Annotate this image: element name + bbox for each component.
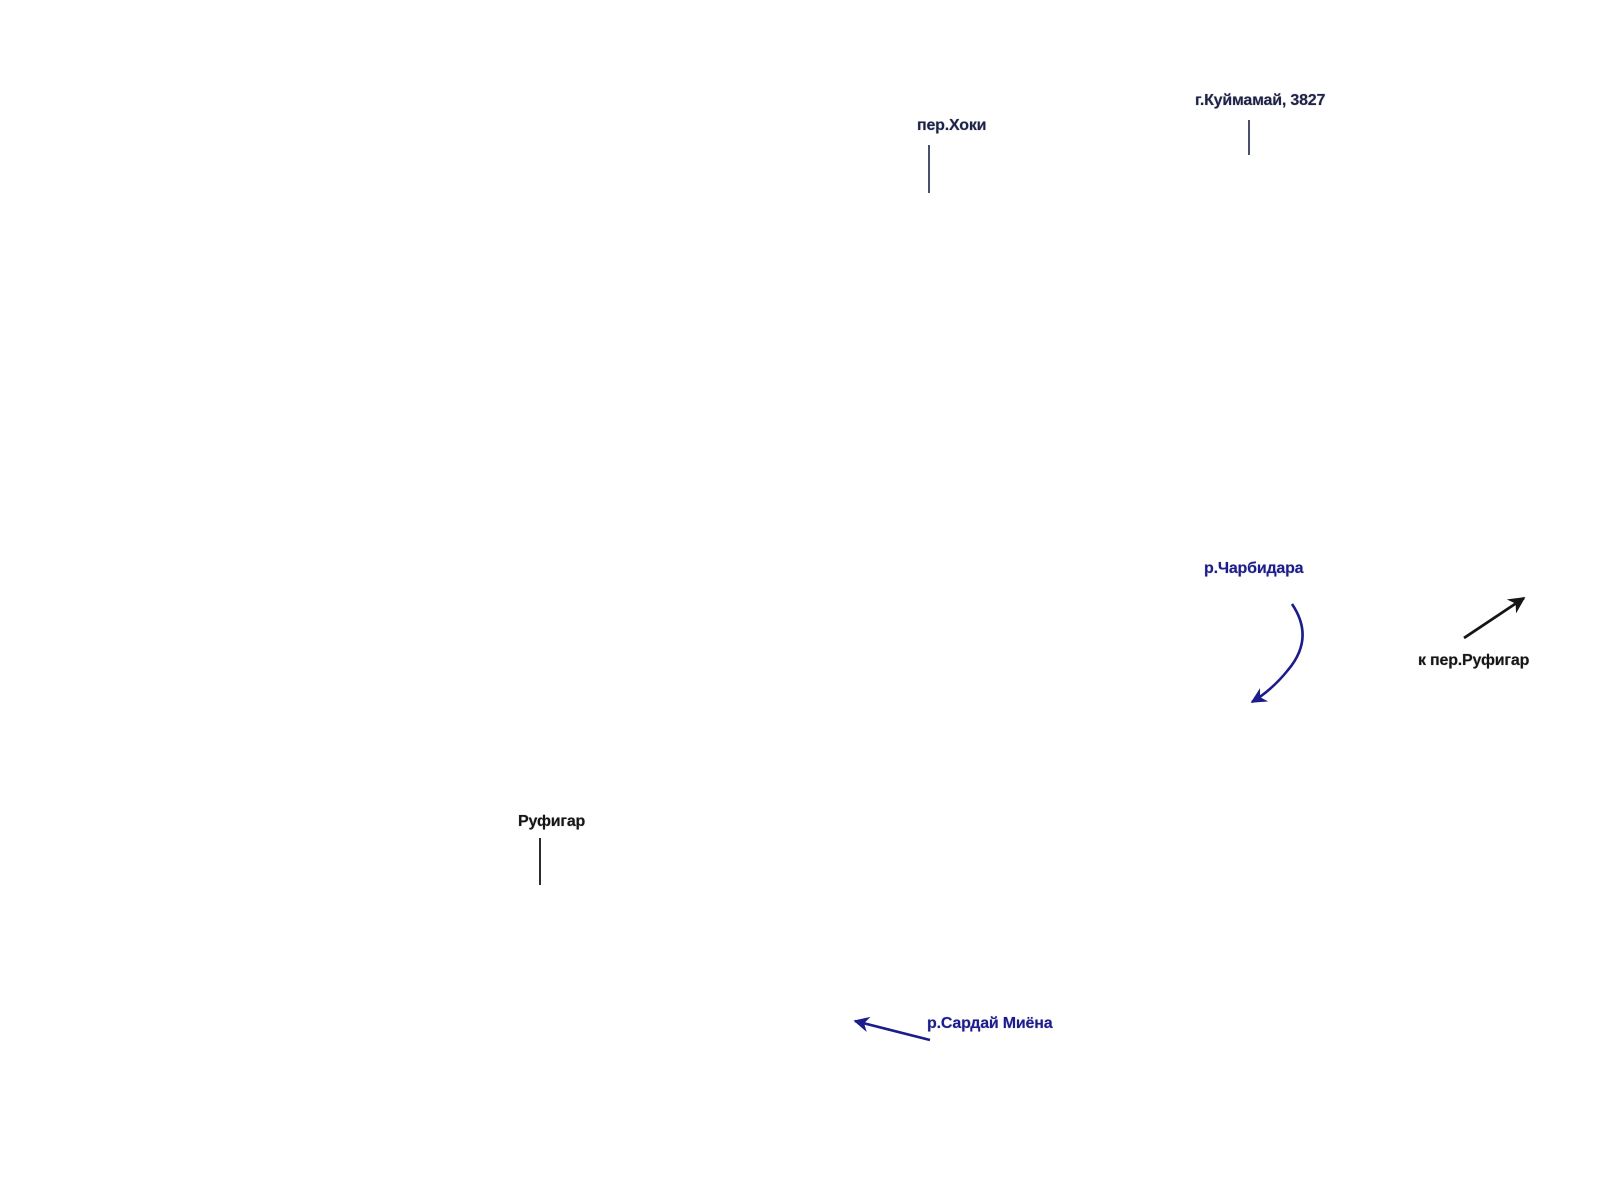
river-charbidara-flow-arrow (1250, 603, 1304, 704)
river-charbidara-label: р.Чарбидара (1204, 560, 1304, 577)
to-rufigar-pass-label: к пер.Руфигар (1418, 652, 1530, 669)
river-sardai-miena-flow-arrow (853, 1016, 931, 1042)
river-sardai-miena-label: р.Сардай Миёна (927, 1015, 1053, 1032)
peak-kuymamai-label: г.Куймамай, 3827 (1195, 92, 1326, 109)
rufigar-label: Руфигар (518, 813, 586, 830)
pass-hoki-label: пер.Хоки (917, 117, 987, 134)
route-to-rufigar-arrow (1463, 596, 1526, 640)
